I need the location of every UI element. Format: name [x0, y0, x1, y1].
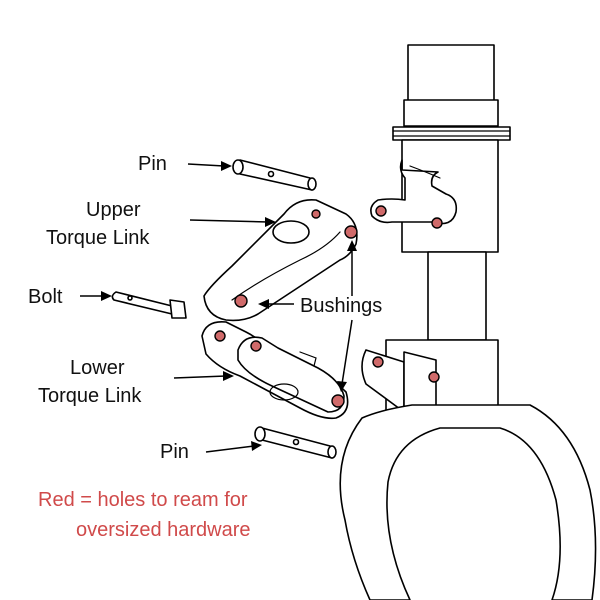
- label-upper-link-line1: Upper: [86, 199, 141, 221]
- strut-piston: [427, 251, 487, 341]
- lower-mount-hole-2: [428, 371, 440, 383]
- pin-top-body: [235, 159, 316, 191]
- arrowhead-pin-top: [221, 161, 232, 171]
- leader-lower-link: [173, 375, 227, 379]
- lower-torque-link-part: [201, 320, 349, 420]
- label-pin-bottom: Pin: [160, 441, 189, 463]
- arrowhead-pin-bottom: [251, 441, 262, 451]
- labels: Pin Upper Torque Link Bolt Bushings Lowe…: [28, 153, 382, 463]
- bolt-part: [111, 291, 187, 319]
- seal-ring-lines: [392, 130, 511, 137]
- seal-ring: [392, 126, 511, 141]
- arrowhead-bushings-down: [337, 381, 347, 392]
- lower-link-hole-1: [214, 330, 226, 342]
- lower-mount-hole-1: [372, 356, 384, 368]
- wheel-fork: [339, 404, 597, 600]
- arrowhead-bushings-up: [347, 240, 357, 251]
- pin-top-end: [307, 177, 317, 191]
- lower-link-fitting: [299, 351, 317, 367]
- leader-lines: [80, 161, 357, 453]
- arrowhead-bolt: [101, 291, 112, 301]
- bolt-shank: [111, 291, 173, 315]
- arrowhead-lower-link: [223, 371, 234, 381]
- leader-bushings-down: [341, 319, 353, 385]
- label-bushings: Bushings: [300, 295, 382, 317]
- upper-link-cutout: [272, 220, 310, 244]
- upper-link-rib: [231, 231, 341, 301]
- upper-mount-hole-2: [431, 217, 443, 229]
- leader-pin-top: [187, 163, 225, 167]
- label-lower-link-line1: Lower: [70, 357, 125, 379]
- landing-gear-strut: [339, 44, 597, 600]
- bolt-head: [169, 299, 187, 319]
- upper-link-hole-2: [344, 225, 358, 239]
- bolt-crosshole: [127, 295, 133, 301]
- upper-link-body: [203, 198, 358, 322]
- lower-link-body-front: [237, 336, 345, 413]
- lower-link-hole-3: [331, 394, 345, 408]
- label-lower-link-line2: Torque Link: [38, 385, 142, 407]
- pin-bottom-crosshole: [292, 438, 300, 446]
- label-upper-link-line2: Torque Link: [46, 227, 150, 249]
- legend-line1: Red = holes to ream for: [38, 489, 248, 511]
- pin-bottom-end: [327, 445, 337, 459]
- lower-link-hole-2: [250, 340, 262, 352]
- pin-top-part: [232, 159, 317, 191]
- upper-collar: [403, 99, 499, 127]
- label-bolt: Bolt: [28, 286, 63, 308]
- upper-link-hole-1: [234, 294, 248, 308]
- legend-note: Red = holes to ream for oversized hardwa…: [38, 489, 251, 541]
- leader-pin-bottom: [205, 445, 255, 453]
- legend-line2: oversized hardware: [76, 519, 251, 541]
- leader-upper-link: [189, 219, 269, 223]
- label-pin-top: Pin: [138, 153, 167, 175]
- upper-link-hole-3: [311, 209, 321, 219]
- arrowhead-bushings-left: [258, 299, 269, 309]
- lower-link-cutout: [269, 383, 299, 401]
- upper-mount-lug: [370, 159, 458, 225]
- upper-torque-link-part: [203, 198, 358, 322]
- mount-detail: [409, 165, 441, 179]
- pin-bottom-part: [254, 426, 337, 459]
- upper-mount-hole-1: [375, 205, 387, 217]
- pin-top-crosshole: [267, 170, 275, 178]
- pin-bottom-head: [254, 426, 266, 442]
- arrowhead-upper-link: [265, 217, 276, 227]
- pin-top-head: [232, 159, 244, 175]
- upper-cylinder: [407, 44, 495, 106]
